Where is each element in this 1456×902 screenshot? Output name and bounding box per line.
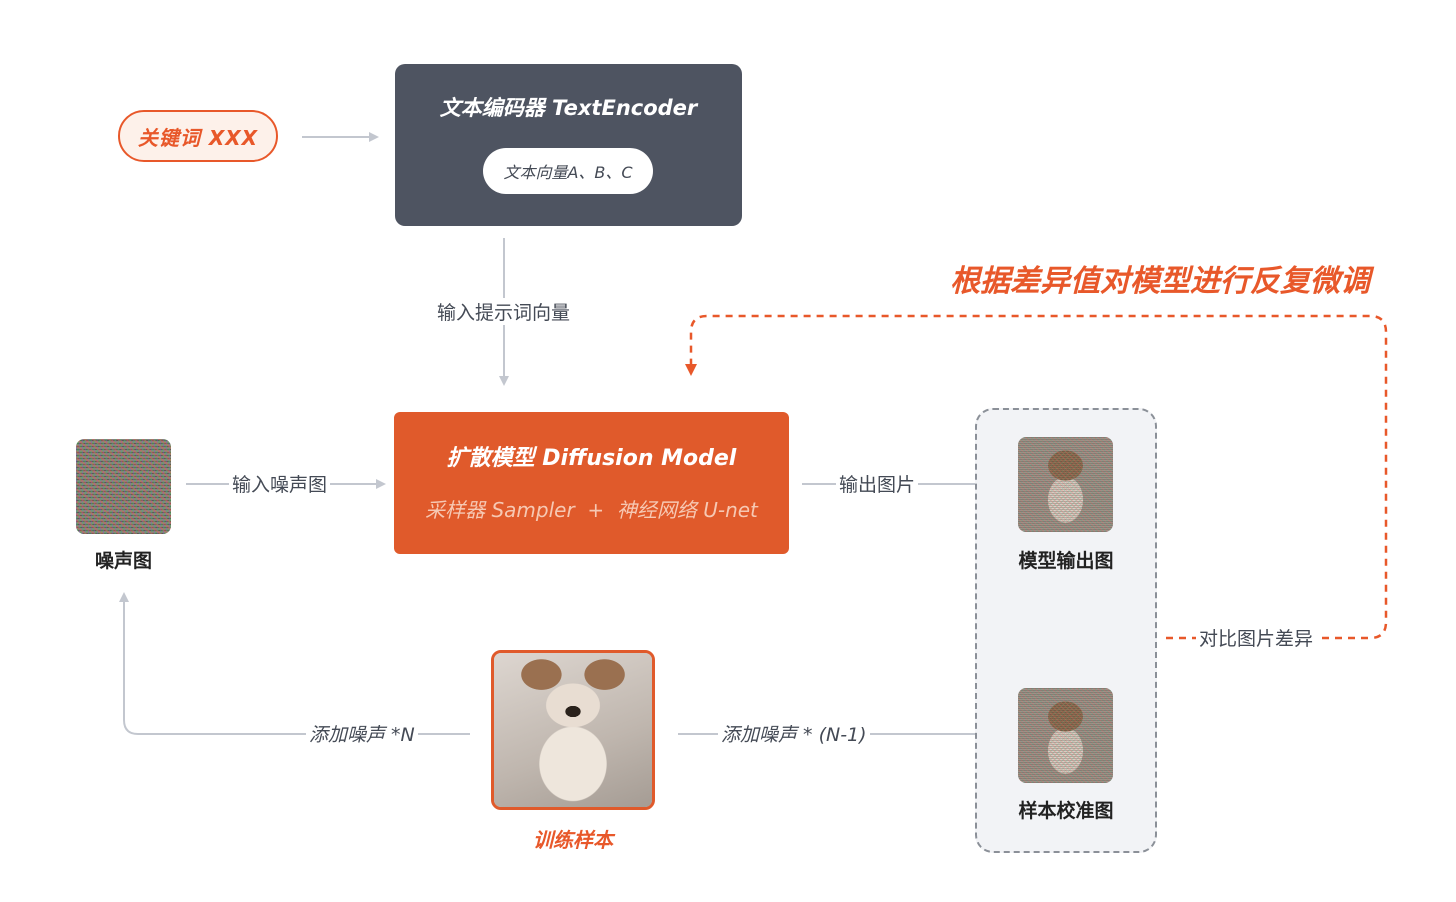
diffusion-model-subtitle: 采样器 Sampler + 神经网络 U-net [425,498,758,522]
sample-calibration-caption: 样本校准图 [1018,800,1114,822]
noise-image-caption: 噪声图 [94,550,152,572]
text-encoder-box [395,64,742,226]
feedback-loop-dashed-arrow [685,314,1388,640]
arrow-training-to-noise [119,592,470,735]
add-noise-n-label: 添加噪声 *N [306,720,418,747]
compare-difference-label: 对比图片差异 [1196,624,1317,651]
diffusion-model-box [394,412,789,554]
text-encoder-title: 文本编码器 TextEncoder [439,96,698,120]
diffusion-model-title: 扩散模型 Diffusion Model [446,446,737,471]
add-noise-n-minus-1-label: 添加噪声 * (N-1) [718,720,870,747]
output-image-label: 输出图片 [836,470,919,497]
input-prompt-vector-label: 输入提示词向量 [434,298,574,325]
training-sample-caption: 训练样本 [533,828,613,852]
text-vectors-pill: 文本向量A、B、C [483,148,653,194]
training-sample-frame [491,650,655,810]
sample-calibration-image [1018,688,1113,783]
model-output-caption: 模型输出图 [1018,550,1114,572]
model-output-image [1018,437,1113,532]
noise-image [76,439,171,534]
keyword-pill: 关键词 XXX [118,110,278,162]
feedback-title: 根据差异值对模型进行反复微调 [950,264,1370,299]
input-noise-image-label: 输入噪声图 [229,470,331,497]
training-sample-image [494,653,652,807]
